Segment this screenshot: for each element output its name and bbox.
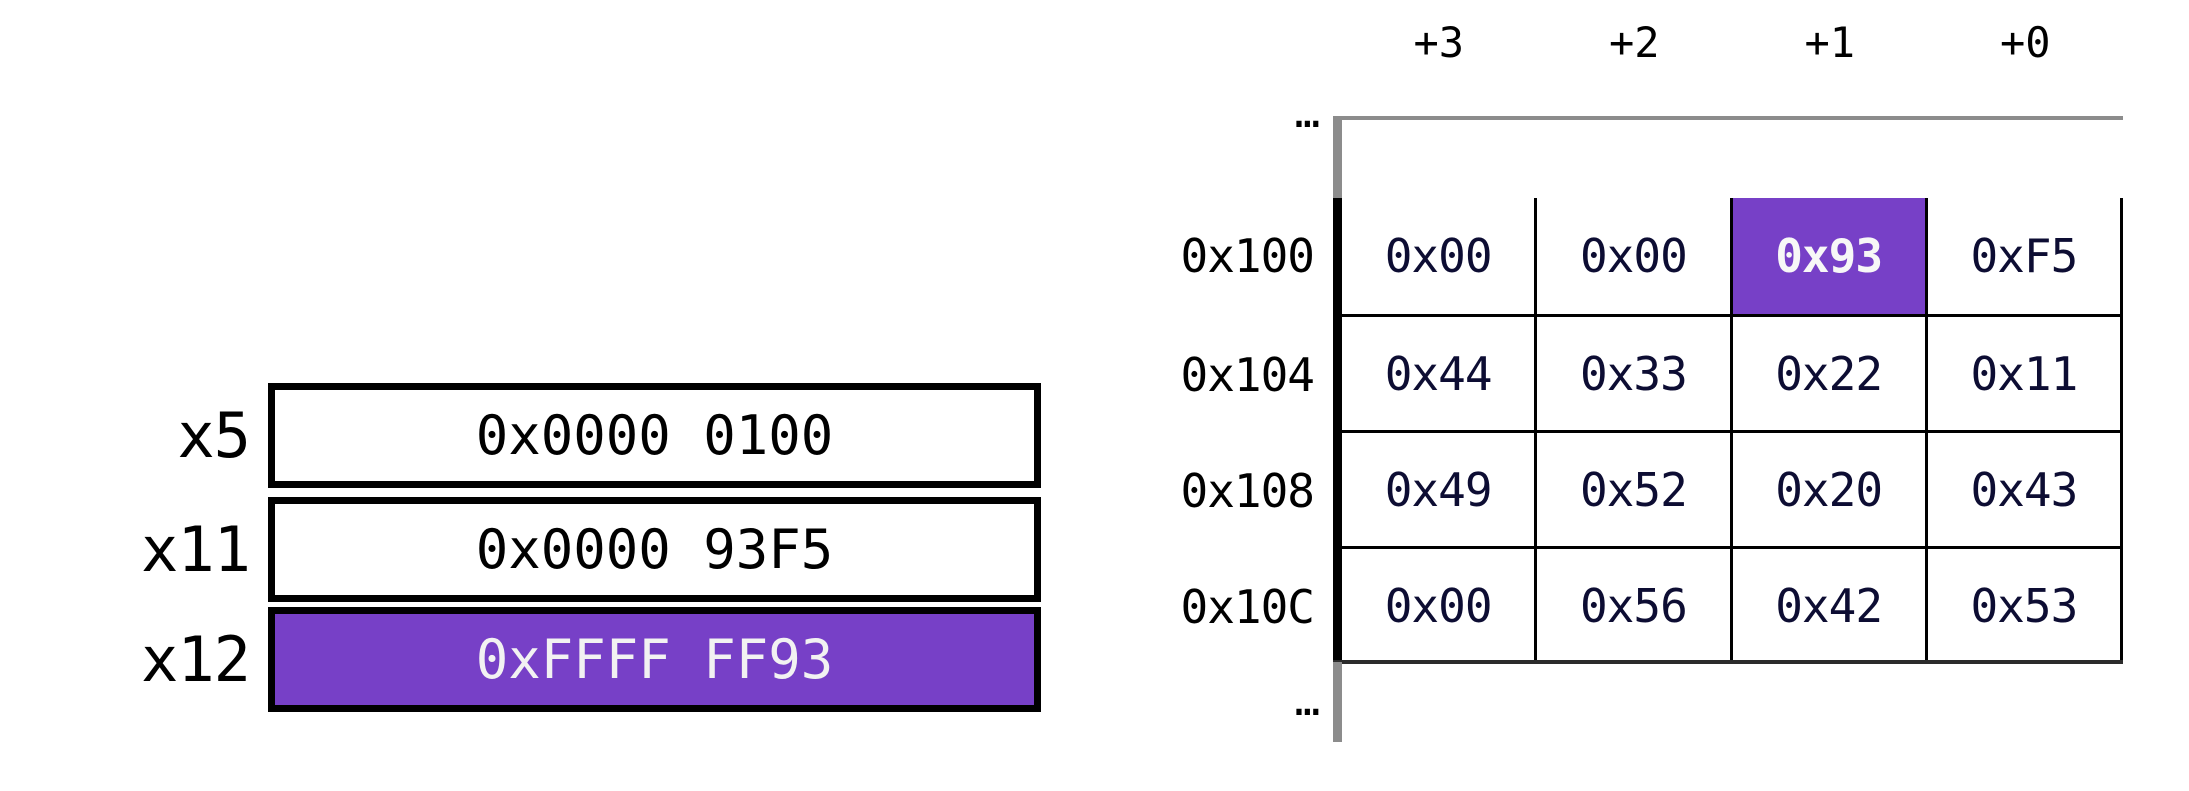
register-name-label: x12 <box>141 622 251 696</box>
memory-column-headers: +3 +2 +1 +0 <box>1341 14 2123 72</box>
memory-ellipsis-bottom: … <box>1294 676 1320 725</box>
memory-row: 0x100 0x00 0x00 0x93 0xF5 <box>1181 198 2123 314</box>
memory-cell[interactable]: 0x56 <box>1537 549 1733 662</box>
memory-cell[interactable]: 0x49 <box>1342 433 1538 546</box>
memory-cell[interactable]: 0x33 <box>1537 317 1733 430</box>
register-value-text: 0x0000 0100 <box>475 403 834 467</box>
register-value-text: 0xFFFF FF93 <box>475 627 834 691</box>
memory-ellipsis-top: … <box>1294 88 1320 137</box>
register-name-label: x11 <box>141 512 251 586</box>
column-header-offset-3: +3 <box>1413 18 1465 67</box>
memory-cell[interactable]: 0x43 <box>1927 433 2123 546</box>
register-value-box[interactable]: 0x0000 0100 <box>268 383 1041 488</box>
register-name-label: x5 <box>177 398 251 472</box>
memory-cell-highlighted[interactable]: 0x93 <box>1732 198 1928 314</box>
memory-cell[interactable]: 0x11 <box>1927 317 2123 430</box>
register-row: x11 0x0000 93F5 <box>0 497 1080 602</box>
memory-top-continuation-stub <box>1333 116 1342 198</box>
memory-address-label: 0x10C <box>1180 580 1315 634</box>
memory-table: +3 +2 +1 +0 … 0x100 0x00 0x00 0x93 0xF5 … <box>1120 0 2189 791</box>
column-header-offset-0: +0 <box>1999 18 2051 67</box>
memory-cell[interactable]: 0x52 <box>1537 433 1733 546</box>
register-value-box[interactable]: 0x0000 93F5 <box>268 497 1041 602</box>
memory-cell[interactable]: 0x00 <box>1342 549 1538 662</box>
register-row: x12 0xFFFF FF93 <box>0 607 1080 712</box>
register-value-text: 0x0000 93F5 <box>475 517 834 581</box>
memory-cell[interactable]: 0x00 <box>1342 198 1538 314</box>
memory-address-label: 0x100 <box>1180 229 1315 283</box>
memory-cell[interactable]: 0x00 <box>1537 198 1733 314</box>
memory-cell[interactable]: 0xF5 <box>1927 198 2123 314</box>
column-header-offset-1: +1 <box>1804 18 1856 67</box>
register-row: x5 0x0000 0100 <box>0 383 1080 488</box>
memory-address-label: 0x104 <box>1180 348 1315 402</box>
register-value-box-highlighted[interactable]: 0xFFFF FF93 <box>268 607 1041 712</box>
memory-bottom-continuation-stub <box>1333 662 1342 742</box>
memory-cell[interactable]: 0x53 <box>1927 549 2123 662</box>
memory-cell[interactable]: 0x22 <box>1732 317 1928 430</box>
memory-grid: 0x100 0x00 0x00 0x93 0xF5 0x104 0x44 0x3… <box>1181 198 2123 662</box>
memory-row: 0x104 0x44 0x33 0x22 0x11 <box>1181 314 2123 430</box>
memory-cell[interactable]: 0x42 <box>1732 549 1928 662</box>
memory-address-label: 0x108 <box>1180 464 1315 518</box>
memory-cell[interactable]: 0x44 <box>1342 317 1538 430</box>
register-file: x5 0x0000 0100 x11 0x0000 93F5 x12 0xFFF… <box>0 0 1080 791</box>
memory-bottom-rule <box>1333 660 2123 664</box>
memory-row: 0x108 0x49 0x52 0x20 0x43 <box>1181 430 2123 546</box>
memory-cell[interactable]: 0x20 <box>1732 433 1928 546</box>
column-header-offset-2: +2 <box>1608 18 1660 67</box>
memory-row: 0x10C 0x00 0x56 0x42 0x53 <box>1181 546 2123 662</box>
memory-top-continuation-rule <box>1333 116 2123 120</box>
